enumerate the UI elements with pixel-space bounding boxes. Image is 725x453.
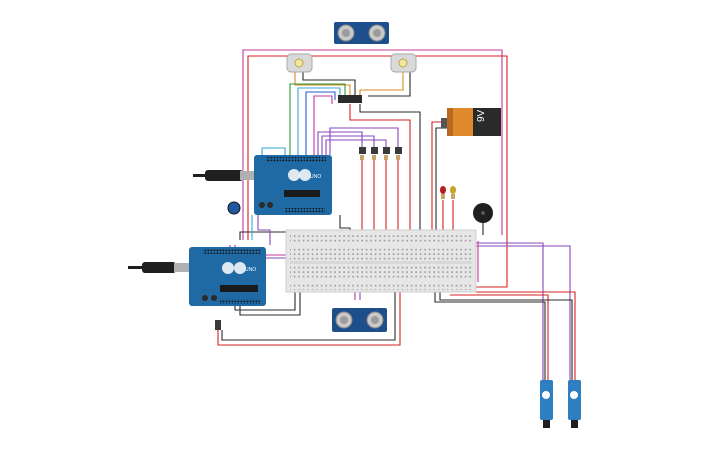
wire-black-servo2 [439,285,573,380]
breadboard-bottom-rail [290,282,472,290]
wire-cyan-driver [297,87,341,155]
wire-blue-driver [305,91,336,155]
dc-motor-left [286,53,313,73]
wire-purple-btn2 [321,135,375,155]
wire-purple-arduinos [257,215,271,245]
wire-black-us-bottom [221,285,396,341]
resistor-3 [384,155,388,160]
breadboard [285,229,477,293]
wire-red-us-bottom [217,285,401,346]
arduino-uno-bottom: UNO [128,247,266,330]
wire-black-motor1 [302,72,356,95]
breadboard-top-rail [290,233,472,242]
servo-motor-left [540,380,553,428]
wire-red-battery [431,121,447,235]
wire-red-servo2 [455,291,576,380]
wire-black-lower2 [234,285,296,311]
battery-9v: 9V [441,108,501,136]
ultrasonic-sensor-top [334,22,389,44]
push-button-4[interactable] [395,147,402,154]
wire-orange-motor1 [294,72,351,95]
resistor-1 [360,155,364,160]
wire-magenta-top [242,49,503,240]
wire-purple-servo2 [475,245,571,380]
wire-green-driver [289,83,346,155]
wire-red-driver [349,104,411,235]
battery-label: 9V [476,109,487,122]
led-red [440,186,446,199]
wire-red-servo1 [450,294,549,380]
led-yellow [450,186,456,199]
motor-driver-chip [338,95,362,103]
wire-purple-btn3 [325,139,387,155]
dc-motor-right [390,53,417,73]
push-button-2[interactable] [371,147,378,154]
small-switch[interactable] [215,320,221,330]
usb-cable-bottom [128,266,142,269]
breadboard-main-top [290,246,472,260]
resistor-2 [372,155,376,160]
wire-black-driver [359,104,421,235]
arduino-top-label: UNO [310,174,321,180]
wire-pink-driver [313,95,333,155]
push-button-1[interactable] [359,147,366,154]
ultrasonic-sensor-bottom [332,308,387,332]
wire-black-motor2 [368,72,411,97]
breadboard-main-bottom [290,265,472,279]
push-button-3[interactable] [383,147,390,154]
wire-black-battery [435,127,447,235]
arduino-bottom-label: UNO [245,267,256,273]
wire-red-top [247,55,508,288]
potentiometer[interactable] [227,201,241,215]
wire-black-left-loop [239,231,295,240]
push-buttons [359,147,402,160]
wire-black-servo1 [434,285,546,380]
wire-purple-servo1 [470,242,544,380]
wire-purple-btn4 [329,127,399,155]
arduino-uno-top: UNO [193,155,332,215]
wire-orange-motor2 [359,72,404,95]
breadboard-channel [290,261,472,264]
servo-motor-right [568,380,581,428]
usb-cable-top [193,174,205,177]
wire-cyan-arduinos [261,147,286,158]
piezo-buzzer [473,203,493,223]
resistor-4 [396,155,400,160]
